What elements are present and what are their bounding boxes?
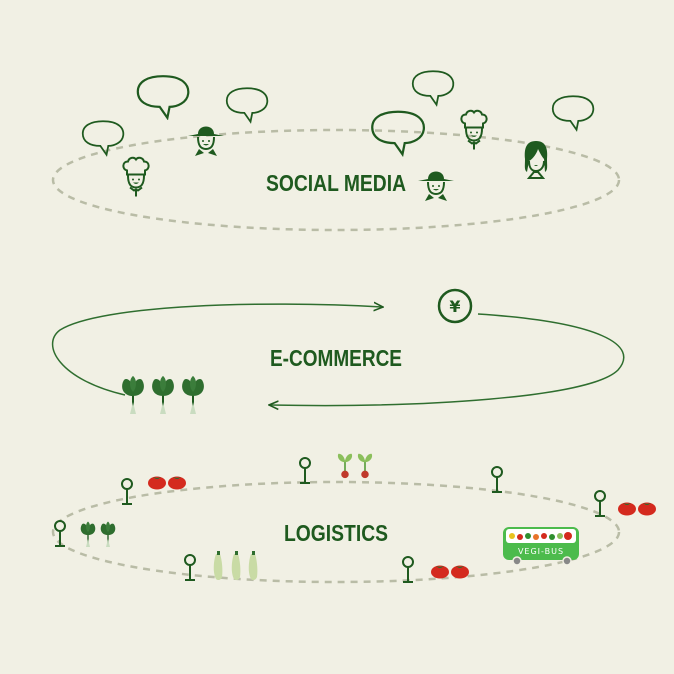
map-pin-icon xyxy=(491,466,503,493)
spinach-icon xyxy=(100,521,116,548)
spinach-icon xyxy=(151,376,175,415)
logistics-dashed-ring xyxy=(51,480,621,584)
ecommerce-flow-arrow-bottom xyxy=(270,313,625,406)
map-pin-icon xyxy=(121,478,133,505)
map-pin-icon xyxy=(184,554,196,581)
zucchini-icon xyxy=(213,551,223,581)
ecommerce-section: ¥ E-COMMERCE xyxy=(51,288,625,415)
farmer-icon xyxy=(186,125,226,158)
speech-bubble-icon xyxy=(551,95,595,131)
ecommerce-title: E-COMMERCE xyxy=(270,345,402,371)
social-media-title: SOCIAL MEDIA xyxy=(266,170,406,196)
speech-bubble-icon xyxy=(411,70,455,106)
bus-label: VEGI-BUS xyxy=(518,547,564,556)
tomato-icon xyxy=(638,502,656,516)
chef-icon xyxy=(122,156,150,198)
spinach-icon xyxy=(80,521,96,548)
speech-bubble-icon xyxy=(136,75,190,119)
tomato-icon xyxy=(168,476,186,490)
woman-icon xyxy=(523,139,549,180)
tomato-icon xyxy=(148,476,166,490)
map-pin-icon xyxy=(54,520,66,547)
map-pin-icon xyxy=(299,457,311,484)
currency-symbol: ¥ xyxy=(449,297,460,316)
radish-sprout-icon xyxy=(356,452,374,479)
speech-bubble-icon xyxy=(225,87,269,123)
zucchini-icon xyxy=(248,551,258,581)
social-media-section: SOCIAL MEDIA xyxy=(51,70,621,232)
spinach-icon xyxy=(121,376,145,415)
zucchini-icon xyxy=(231,551,241,581)
logistics-title: LOGISTICS xyxy=(284,520,388,546)
speech-bubble-icon xyxy=(81,120,125,156)
tomato-icon xyxy=(451,565,469,579)
tomato-icon xyxy=(618,502,636,516)
chef-icon xyxy=(460,109,488,151)
spinach-icon xyxy=(181,376,205,415)
radish-sprout-icon xyxy=(336,452,354,479)
social-media-dashed-ring xyxy=(51,128,621,232)
vegi-bus-icon: VEGI-BUS xyxy=(503,527,579,566)
yen-coin-icon: ¥ xyxy=(437,288,473,324)
logistics-section: VEGI-BUS LOGISTICS xyxy=(51,452,656,584)
map-pin-icon xyxy=(402,556,414,583)
farmer-icon xyxy=(416,170,456,203)
ecommerce-flow-arrow-top xyxy=(51,304,382,396)
tomato-icon xyxy=(431,565,449,579)
